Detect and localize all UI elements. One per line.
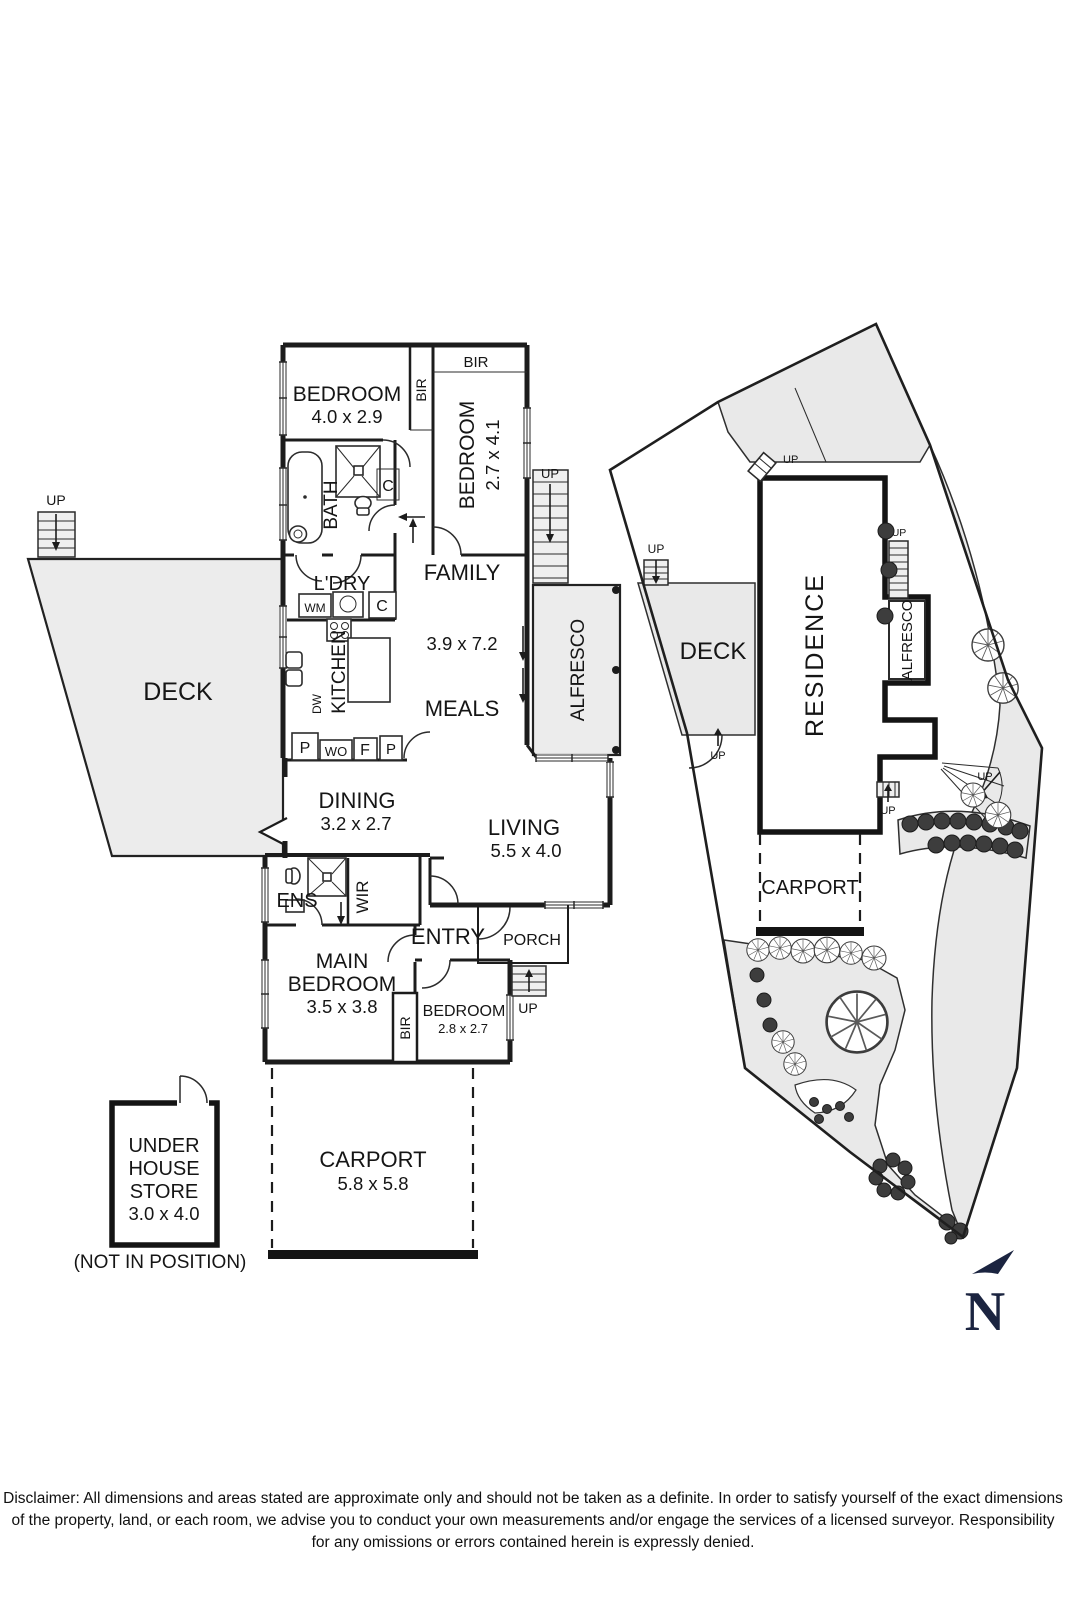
shrubs <box>749 522 1029 1245</box>
site-deck <box>637 582 756 736</box>
bir1-label: BIR <box>413 378 429 401</box>
site-top-stairs: UP <box>747 451 798 483</box>
bedroom1-label: BEDROOM <box>293 383 402 406</box>
living-dims: 5.5 x 4.0 <box>491 840 562 861</box>
site-top-up-label: UP <box>783 454 798 466</box>
pantry2-label: P <box>386 741 396 758</box>
dining-dims: 3.2 x 2.7 <box>321 813 392 834</box>
porch: UP <box>477 905 569 1016</box>
wir-label: WIR <box>353 880 372 913</box>
disclaimer-line3: for any omissions or errors contained he… <box>312 1534 755 1551</box>
fp-alfresco <box>531 583 622 757</box>
family-dims: 3.9 x 7.2 <box>427 633 498 654</box>
site-deck-up-label: UP <box>648 542 665 556</box>
main-bedroom-dims: 3.5 x 3.8 <box>307 996 378 1017</box>
site-deck-stairs: UP <box>643 542 669 586</box>
bedroom2-dims: 2.7 x 4.1 <box>482 420 503 491</box>
wm-label: WM <box>304 601 325 615</box>
site-lower-up-label: UP <box>880 805 895 817</box>
store-dims: 3.0 x 4.0 <box>129 1203 200 1224</box>
site-deck-label: DECK <box>680 638 747 665</box>
site-residence <box>757 475 938 835</box>
lot-boundary <box>608 322 1044 1240</box>
fp-carport-dims: 5.8 x 5.8 <box>338 1173 409 1194</box>
main-bedroom-line2: BEDROOM <box>288 973 397 996</box>
fp-deck-up-label: UP <box>46 492 65 508</box>
fridge-label: F <box>360 742 370 759</box>
north-indicator: N <box>965 1250 1014 1343</box>
bedroom3-dims: 2.8 x 2.7 <box>438 1021 488 1036</box>
family-label: FAMILY <box>424 560 501 585</box>
fp-deck-stairs: UP <box>37 492 76 558</box>
doors <box>295 439 511 989</box>
disclaimer: Disclaimer: All dimensions and areas sta… <box>3 1490 1063 1551</box>
site-residence-label: RESIDENCE <box>801 573 829 737</box>
bedroom3-label: BEDROOM <box>423 1003 506 1020</box>
entry-label: ENTRY <box>411 924 485 949</box>
deck-level-marker <box>257 817 288 847</box>
svg-text:UP: UP <box>710 750 725 762</box>
site-alfresco-label: ALFRESCO <box>899 600 916 681</box>
bir2-label: BIR <box>463 354 488 371</box>
dw-label: DW <box>310 693 324 714</box>
site-stairs-up-label: UP <box>892 527 907 539</box>
fp-stairs-up-label: UP <box>541 466 559 481</box>
site-deck-door-arc <box>688 734 723 769</box>
bir3-label: BIR <box>397 1016 413 1039</box>
site-carport: CARPORT <box>756 834 864 936</box>
pantry1-label: P <box>300 740 311 757</box>
ens-label: ENS <box>276 890 317 912</box>
store: UNDER HOUSE STORE 3.0 x 4.0 (NOT IN POSI… <box>74 1075 247 1273</box>
porch-stairs: UP <box>511 965 547 1016</box>
laundry-label: L'DRY <box>314 573 371 595</box>
site-fan-up-label: UP <box>977 771 992 783</box>
bedroom1-dims: 4.0 x 2.9 <box>312 406 383 427</box>
north-arrow-icon <box>972 1250 1014 1274</box>
site-lower-stairs: UP <box>876 781 900 817</box>
kitchen-fixtures <box>285 618 403 761</box>
living-label: LIVING <box>488 815 560 840</box>
kitchen-label: KITCHEN <box>329 630 350 713</box>
site-alfresco <box>888 600 926 680</box>
porch-label: PORCH <box>503 932 561 949</box>
fp-deck-label: DECK <box>143 678 213 706</box>
store-line2: HOUSE <box>128 1158 199 1180</box>
store-line1: UNDER <box>128 1135 199 1157</box>
north-label: N <box>965 1281 1005 1343</box>
store-note: (NOT IN POSITION) <box>74 1252 247 1273</box>
laundry-fixtures <box>298 591 397 619</box>
cupboard2-label: C <box>376 598 388 615</box>
ens-fixtures <box>285 857 347 913</box>
fp-main-stairs: UP <box>532 466 569 584</box>
meals-label: MEALS <box>425 696 500 721</box>
site-deck-lower-up: UP <box>710 728 726 762</box>
floor-plan: DECK UP ALFRESCO UP <box>26 342 622 1273</box>
wo-label: WO <box>325 744 347 759</box>
bath-fixtures <box>287 445 400 544</box>
store-line3: STORE <box>130 1181 199 1203</box>
site-carport-label: CARPORT <box>761 877 858 899</box>
disclaimer-line1: Disclaimer: All dimensions and areas sta… <box>3 1490 1063 1507</box>
disclaimer-line2: of the property, land, or each room, we … <box>11 1512 1054 1529</box>
fp-carport: CARPORT 5.8 x 5.8 <box>268 1068 478 1259</box>
windows <box>261 361 614 1041</box>
room-labels: BEDROOM 4.0 x 2.9 BIR BIR BEDROOM 2.7 x … <box>276 354 561 1040</box>
dining-label: DINING <box>319 788 396 813</box>
main-bedroom-line1: MAIN <box>316 950 369 973</box>
bath-label: BATH <box>321 480 342 529</box>
bedroom2-label: BEDROOM <box>456 401 479 510</box>
porch-up-label: UP <box>518 1000 537 1016</box>
flow-arrows <box>337 513 527 925</box>
cupboard1-label: C <box>382 478 394 495</box>
site-plan: UP DECK RESIDENCE ALFRESCO UP UP UP <box>608 322 1044 1245</box>
fp-alfresco-label: ALFRESCO <box>568 619 589 721</box>
fp-carport-label: CARPORT <box>319 1147 426 1172</box>
